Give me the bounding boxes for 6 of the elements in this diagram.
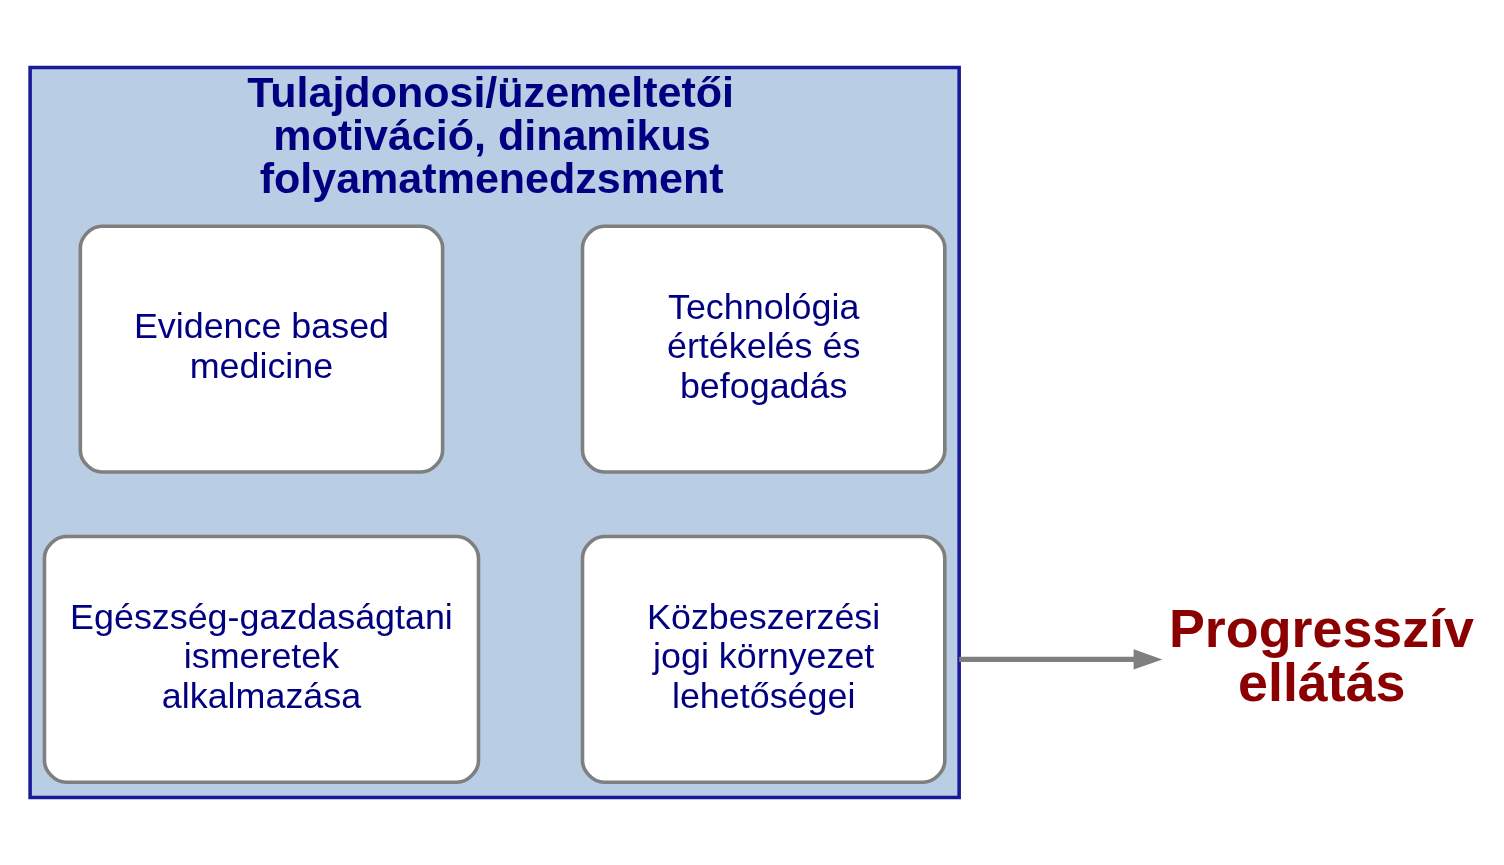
node-box: Közbeszerzési jogi környezet lehetőségei [580,534,947,785]
node-box: Egészség-gazdaságtani ismeretek alkalmazása [42,534,481,785]
node-box: Technológia értékelés és befogadás [580,224,947,474]
arrow [959,649,1163,670]
node-box: Evidence based medicine [78,224,445,474]
node-text: Progresszív ellátás [1168,597,1474,712]
